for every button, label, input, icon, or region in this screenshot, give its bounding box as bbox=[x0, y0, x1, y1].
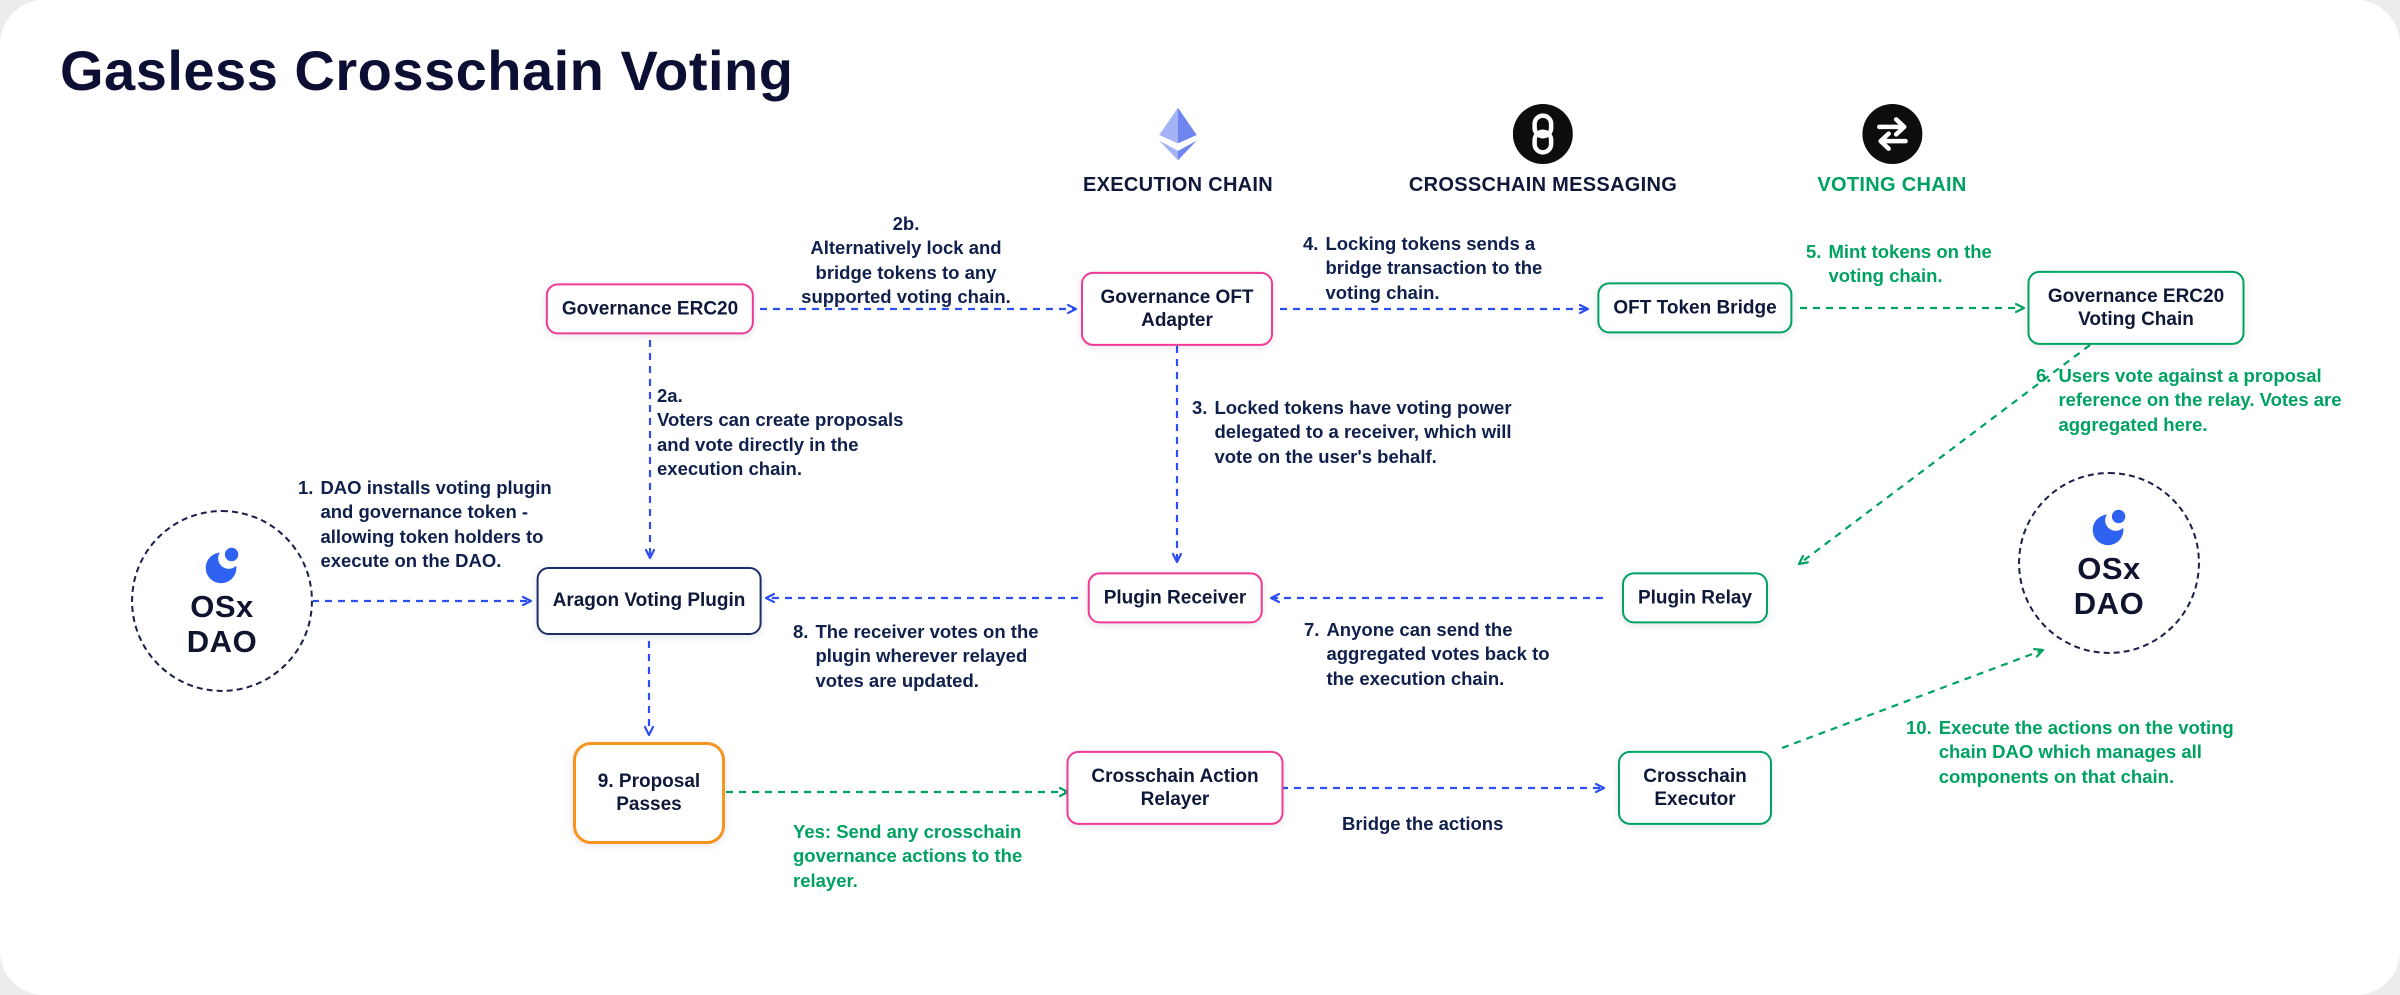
dao-label-dao: DAO bbox=[2073, 586, 2145, 621]
node-proposal-passes: 9. Proposal Passes bbox=[573, 742, 725, 844]
node-governance-erc20-voting-chain: Governance ERC20 Voting Chain bbox=[2027, 270, 2245, 346]
annotation-text: DAO installs voting plugin and governanc… bbox=[320, 477, 552, 572]
annotation-6: 6. Users vote against a proposal referen… bbox=[2036, 364, 2358, 437]
osx-dao-right-circle: OSx DAO bbox=[2018, 472, 2200, 654]
annotation-number: 2a. bbox=[657, 385, 683, 406]
annotation-number: 5. bbox=[1806, 241, 1822, 262]
dao-label-osx: OSx bbox=[2077, 551, 2141, 587]
annotation-number: 3. bbox=[1192, 397, 1208, 418]
execution-chain-label: EXECUTION CHAIN bbox=[1082, 174, 1274, 196]
execution-chain-header: EXECUTION CHAIN bbox=[1083, 104, 1273, 197]
annotation-text: The receiver votes on the plugin whereve… bbox=[815, 621, 1039, 691]
node-aragon-voting-plugin: Aragon Voting Plugin bbox=[536, 567, 762, 635]
node-governance-oft-adapter: Governance OFT Adapter bbox=[1081, 271, 1273, 347]
crosschain-messaging-label: CROSSCHAIN MESSAGING bbox=[1408, 174, 1678, 196]
yes-label: Yes: Send any crosschain governance acti… bbox=[793, 821, 1023, 891]
voting-chain-label: VOTING CHAIN bbox=[1817, 174, 1967, 196]
annotation-number: 1. bbox=[298, 477, 314, 498]
annotation-text: Users vote against a proposal reference … bbox=[2058, 365, 2342, 435]
voting-chain-header: VOTING CHAIN bbox=[1817, 104, 1966, 197]
chain-link-icon bbox=[1513, 104, 1573, 164]
annotation-2a: 2a. Voters can create proposals and vote… bbox=[657, 384, 932, 482]
node-governance-erc20: Governance ERC20 bbox=[545, 283, 755, 335]
annotation-2b: 2b. Alternatively lock and bridge tokens… bbox=[791, 212, 1021, 310]
annotation-7: 7. Anyone can send the aggregated votes … bbox=[1304, 618, 1580, 691]
ethereum-icon bbox=[1159, 107, 1197, 161]
node-crosschain-executor: Crosschain Executor bbox=[1618, 750, 1772, 826]
page-title: Gasless Crosschain Voting bbox=[60, 39, 794, 102]
annotation-8: 8. The receiver votes on the plugin wher… bbox=[793, 620, 1075, 693]
node-oft-token-bridge: OFT Token Bridge bbox=[1597, 282, 1793, 334]
annotation-number: 7. bbox=[1304, 619, 1320, 640]
dao-label-osx: OSx bbox=[190, 589, 254, 625]
annotation-1: 1. DAO installs voting plugin and govern… bbox=[298, 476, 580, 574]
annotation-number: 2b. bbox=[892, 213, 920, 234]
annotation-text: Locked tokens have voting power delegate… bbox=[1214, 397, 1512, 467]
annotation-5: 5. Mint tokens on the voting chain. bbox=[1806, 240, 2031, 289]
node-plugin-relay: Plugin Relay bbox=[1621, 572, 1769, 624]
node-crosschain-action-relayer: Crosschain Action Relayer bbox=[1066, 750, 1284, 826]
dao-label-dao: DAO bbox=[186, 624, 258, 659]
annotation-text: Execute the actions on the voting chain … bbox=[1938, 717, 2234, 787]
crosschain-messaging-header: CROSSCHAIN MESSAGING bbox=[1409, 104, 1677, 197]
annotation-text: Locking tokens sends a bridge transactio… bbox=[1325, 233, 1543, 303]
annotation-text: Voters can create proposals and vote dir… bbox=[657, 409, 904, 480]
annotation-number: 10. bbox=[1906, 717, 1932, 738]
aragon-logo-icon bbox=[2092, 510, 2127, 546]
annotation-10: 10. Execute the actions on the voting ch… bbox=[1906, 716, 2274, 789]
swap-arrows-icon bbox=[1861, 104, 1922, 164]
annotation-text: Alternatively lock and bridge tokens to … bbox=[801, 237, 1011, 308]
annotation-text: Anyone can send the aggregated votes bac… bbox=[1326, 619, 1550, 689]
annotation-number: 4. bbox=[1303, 233, 1319, 254]
node-plugin-receiver: Plugin Receiver bbox=[1087, 572, 1263, 624]
osx-dao-left-circle: OSx DAO bbox=[131, 510, 313, 692]
aragon-logo-icon bbox=[205, 548, 240, 584]
annotation-4: 4. Locking tokens sends a bridge transac… bbox=[1303, 232, 1575, 305]
bridge-actions-label: Bridge the actions bbox=[1342, 813, 1504, 834]
annotation-number: 8. bbox=[793, 621, 809, 642]
annotation-3: 3. Locked tokens have voting power deleg… bbox=[1192, 396, 1544, 469]
annotation-text: Mint tokens on the voting chain. bbox=[1828, 241, 1992, 287]
annotation-number: 6. bbox=[2036, 365, 2052, 386]
